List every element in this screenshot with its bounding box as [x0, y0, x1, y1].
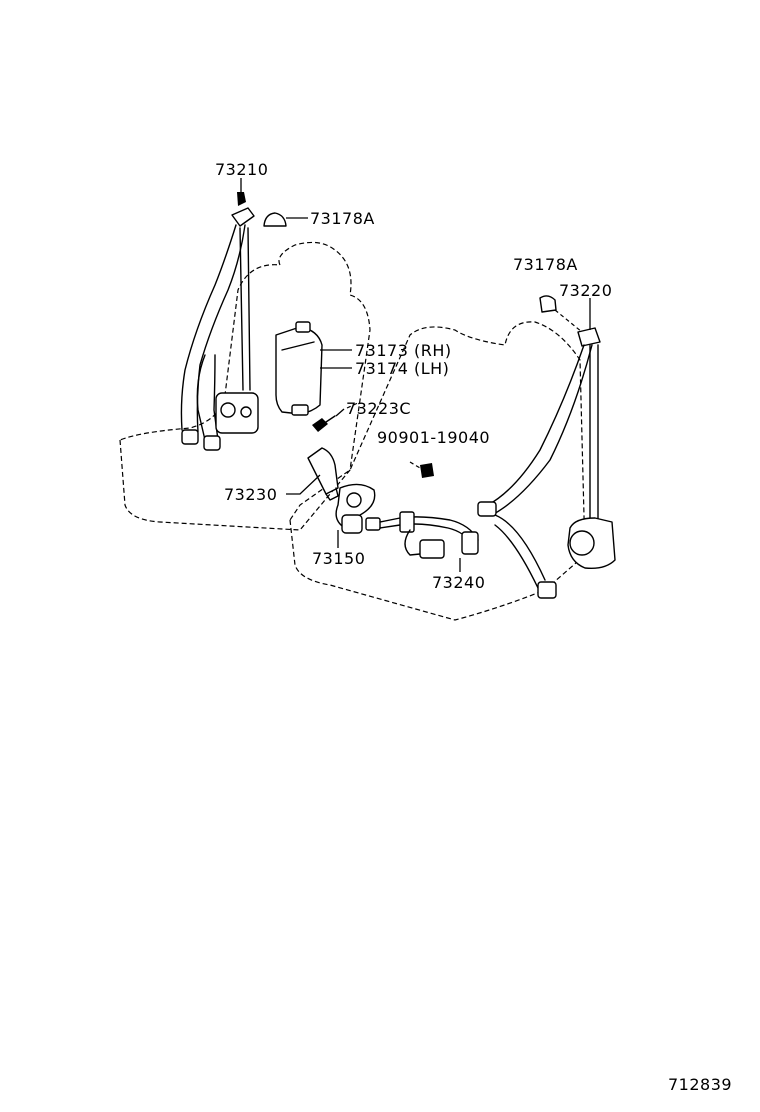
right-shoulder-belt-73220 — [477, 295, 616, 599]
right-seat-outline — [289, 321, 586, 621]
label-73178a-left: 73178A — [310, 209, 375, 228]
buckle-73230 — [307, 447, 339, 501]
part-labels: 73210 73178A 73178A 73220 73173 (RH) 731… — [215, 160, 612, 592]
figure-number: 712839 — [668, 1075, 732, 1094]
bolt-90901-19040 — [409, 461, 434, 478]
label-73240: 73240 — [432, 573, 485, 592]
label-73210: 73210 — [215, 160, 268, 179]
center-belt-73240 — [365, 511, 479, 559]
label-73223c: 73223C — [346, 399, 411, 418]
left-seat-outline — [119, 241, 371, 531]
left-shoulder-belt-73210 — [180, 192, 259, 451]
seat-belt-module-73173-73174 — [275, 321, 323, 416]
label-73230: 73230 — [224, 485, 277, 504]
cover-73178a-left — [263, 212, 287, 227]
label-73174-lh: 73174 (LH) — [355, 359, 449, 378]
label-73173-rh: 73173 (RH) — [355, 341, 452, 360]
label-73220: 73220 — [559, 281, 612, 300]
bolt-73223c — [312, 415, 336, 432]
label-73150: 73150 — [312, 549, 365, 568]
leader-lines — [240, 178, 591, 572]
label-90901-19040: 90901-19040 — [377, 428, 490, 447]
label-73178a-right: 73178A — [513, 255, 578, 274]
buckle-73150 — [335, 483, 376, 534]
